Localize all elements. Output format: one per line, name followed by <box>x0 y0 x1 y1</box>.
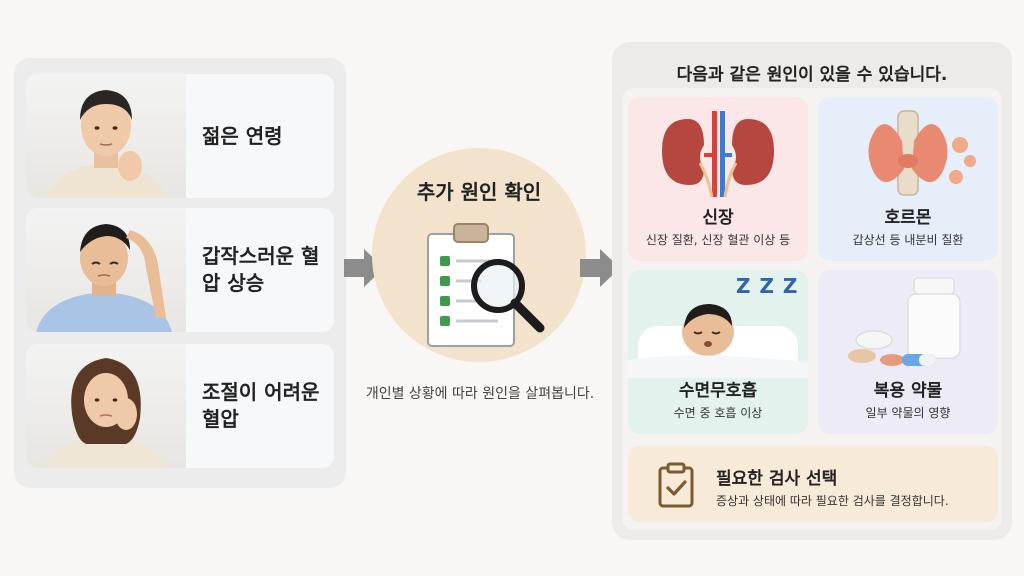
test-selection-description: 증상과 상태에 따라 필요한 검사를 결정합니다. <box>716 494 949 508</box>
cause-description: 일부 약물의 영향 <box>865 406 951 420</box>
cause-card-hormone: 호르몬 갑상선 등 내분비 질환 <box>818 97 998 261</box>
cause-name: 복용 약물 <box>873 381 943 401</box>
cause-name: 수면무호흡 <box>678 381 758 401</box>
cause-card-medication: 복용 약물 일부 약물의 영향 <box>818 270 998 434</box>
test-selection-box: 필요한 검사 선택 증상과 상태에 따라 필요한 검사를 결정합니다. <box>628 446 998 522</box>
test-selection-title: 필요한 검사 선택 <box>716 469 838 489</box>
medicine-bottle-pills-icon <box>848 277 961 366</box>
risk-factors-panel: 젊은 연령 갑작스러운 혈압 상승 <box>14 58 346 488</box>
sleeping-man-icon <box>628 304 808 378</box>
cause-description: 갑상선 등 내분비 질환 <box>852 233 964 247</box>
case-label: 조절이 어려운 혈압 <box>202 380 320 431</box>
checklist-magnifier-icon <box>427 223 545 347</box>
case-label: 갑작스러운 혈압 상승 <box>202 244 320 295</box>
zzz-icon: Z Z Z <box>736 274 799 298</box>
cause-name: 호르몬 <box>884 208 932 228</box>
man-holding-head-illustration <box>26 208 186 332</box>
woman-worried-illustration <box>26 344 186 468</box>
cause-card-kidney: 신장 신장 질환, 신장 혈관 이상 등 <box>628 97 808 261</box>
possible-causes-heading: 다음과 같은 원인이 있을 수 있습니다. <box>676 65 948 85</box>
kidney-icon <box>662 111 774 198</box>
young-man-thinking-illustration <box>26 74 186 198</box>
thyroid-gland-icon <box>868 110 976 196</box>
right-arrow-icon <box>580 249 620 287</box>
cause-description: 수면 중 호흡 이상 <box>673 406 763 420</box>
case-card-sudden-rise: 갑작스러운 혈압 상승 <box>26 208 334 332</box>
clipboard-check-icon <box>658 462 694 508</box>
cause-name: 신장 <box>702 208 734 228</box>
case-card-hard-to-control: 조절이 어려운 혈압 <box>26 344 334 468</box>
cause-card-sleep-apnea: Z Z Z 수면무호흡 수면 중 호흡 이상 <box>628 270 808 434</box>
case-card-young-age: 젊은 연령 <box>26 74 334 198</box>
additional-cause-caption: 개인별 상황에 따라 원인을 살펴봅니다. <box>365 386 595 402</box>
cause-description: 신장 질환, 신장 혈관 이상 등 <box>645 233 791 247</box>
case-label: 젊은 연령 <box>202 123 283 148</box>
additional-cause-title: 추가 원인 확인 <box>416 180 542 204</box>
